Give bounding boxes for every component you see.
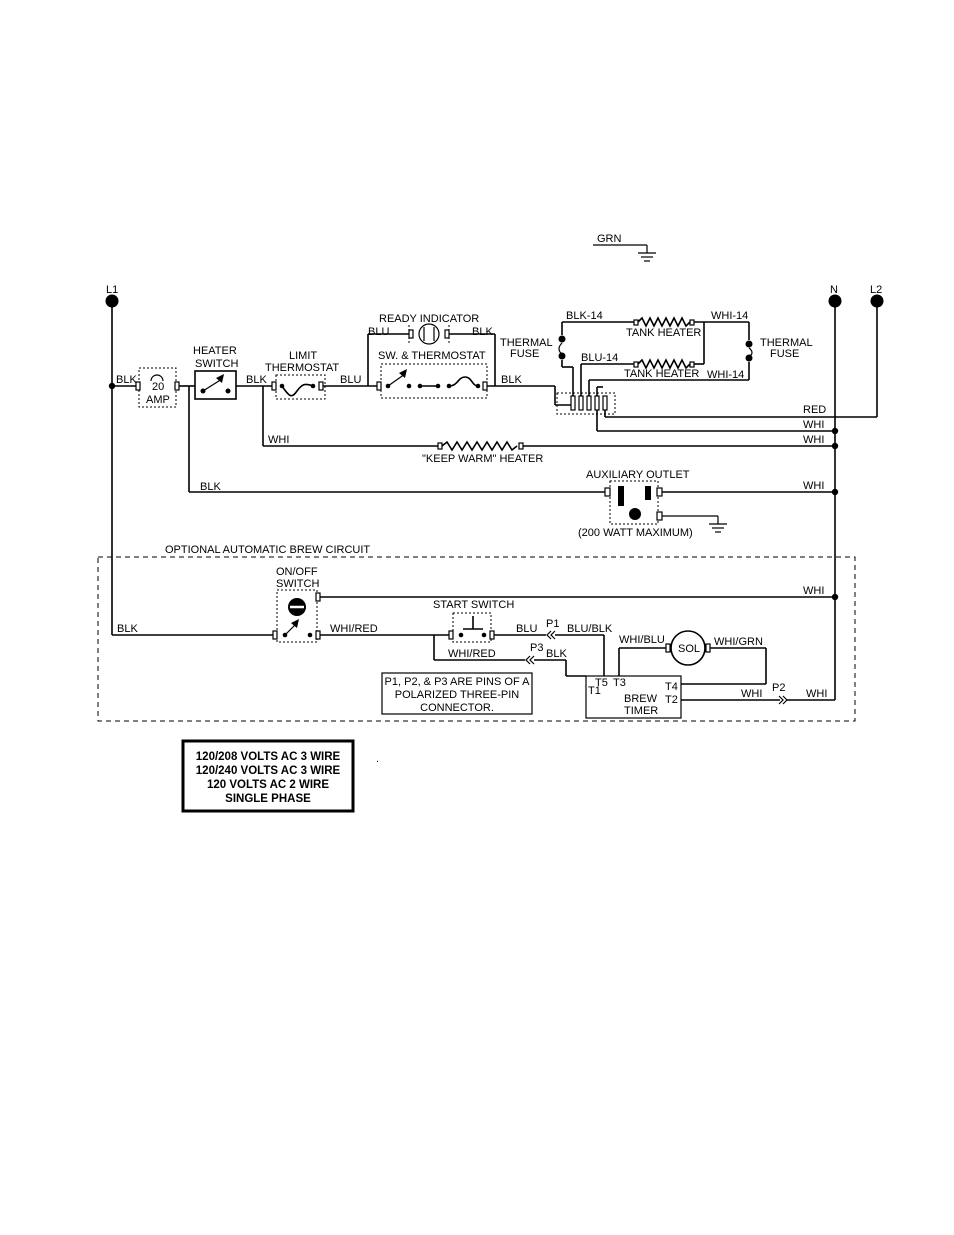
sw-thermostat-label: SW. & THERMOSTAT bbox=[378, 350, 486, 362]
tank-heater-top-label: TANK HEATER bbox=[626, 327, 701, 339]
wire-label-whi14-top: WHI-14 bbox=[711, 310, 748, 322]
wire-label-whi-onoff: WHI bbox=[803, 585, 824, 597]
wire-label-blk-2: BLK bbox=[246, 374, 267, 386]
grn-label: GRN bbox=[597, 233, 622, 245]
onoff-switch-label-1: ON/OFF bbox=[276, 566, 318, 578]
wire-label-whired-2: WHI/RED bbox=[448, 648, 496, 660]
limit-thermostat: LIMIT THERMOSTAT bbox=[265, 350, 339, 400]
ready-indicator-label: READY INDICATOR bbox=[379, 313, 479, 325]
solenoid: SOL bbox=[665, 630, 711, 666]
outlet-ground-symbol bbox=[662, 515, 727, 533]
wire-label-whi-aux: WHI bbox=[803, 480, 824, 492]
wire-label-whi-1: WHI bbox=[803, 419, 824, 431]
spec-line-1: 120/208 VOLTS AC 3 WIRE bbox=[196, 751, 341, 763]
heater-switch-label-1: HEATER bbox=[193, 345, 237, 357]
optional-circuit-boundary bbox=[97, 556, 856, 722]
spec-line-3: 120 VOLTS AC 2 WIRE bbox=[207, 779, 329, 791]
pin-t4: T4 bbox=[665, 681, 678, 693]
onoff-switch-label-2: SWITCH bbox=[276, 578, 319, 590]
thermal-fuse-left-label-1: THERMAL bbox=[500, 337, 553, 349]
auxiliary-outlet-label: AUXILIARY OUTLET bbox=[586, 469, 690, 481]
start-switch: START SWITCH bbox=[433, 599, 514, 643]
spec-line-4: SINGLE PHASE bbox=[225, 793, 311, 805]
wire-label-blk-l1-low: BLK bbox=[117, 623, 138, 635]
tank-heater-bottom: TANK HEATER bbox=[624, 358, 699, 380]
pin-p1: P1 bbox=[546, 618, 559, 630]
thermal-fuse-right: THERMAL FUSE bbox=[745, 337, 813, 362]
pin-note-line-2: POLARIZED THREE-PIN bbox=[395, 689, 520, 701]
pin-note-line-1: P1, P2, & P3 ARE PINS OF A bbox=[385, 676, 531, 688]
onoff-switch: ON/OFF SWITCH bbox=[272, 566, 321, 643]
wire-label-blu: BLU bbox=[340, 374, 361, 386]
pin-note-line-3: CONNECTOR. bbox=[420, 702, 494, 714]
wire-label-red: RED bbox=[803, 404, 826, 416]
thermal-fuse-right-label-2: FUSE bbox=[770, 348, 799, 360]
wire-label-blk-ri: BLK bbox=[472, 326, 493, 338]
thermal-fuse-right-label-1: THERMAL bbox=[760, 337, 813, 349]
heater-switch: HEATER SWITCH bbox=[193, 345, 238, 400]
keep-warm-heater: "KEEP WARM" HEATER bbox=[422, 440, 543, 465]
brew-timer-label-1: BREW bbox=[624, 693, 658, 705]
wire-label-blk-sw: BLK bbox=[501, 374, 522, 386]
tank-heater-bottom-label: TANK HEATER bbox=[624, 368, 699, 380]
optional-circuit-label: OPTIONAL AUTOMATIC BREW CIRCUIT bbox=[165, 544, 370, 556]
breaker-20-amp: 20 AMP bbox=[135, 367, 180, 408]
l1-label: L1 bbox=[106, 284, 118, 296]
outlet-rating-label: (200 WATT MAXIMUM) bbox=[578, 527, 693, 539]
terminal-block bbox=[556, 392, 616, 415]
wire-label-blk-aux: BLK bbox=[200, 481, 221, 493]
ready-indicator: READY INDICATOR BLU BLK bbox=[367, 313, 496, 386]
switch-and-thermostat: SW. & THERMOSTAT bbox=[376, 350, 488, 399]
wire-label-whi-kw: WHI bbox=[268, 434, 289, 446]
sol-label: SOL bbox=[678, 643, 700, 655]
brew-timer-label-2: TIMER bbox=[624, 705, 658, 717]
pin-p3: P3 bbox=[530, 642, 543, 654]
auxiliary-outlet: AUXILIARY OUTLET (200 WATT MAXIMUM) bbox=[578, 469, 693, 539]
wire-label-blu14: BLU-14 bbox=[581, 352, 618, 364]
pin-p2: P2 bbox=[772, 682, 785, 694]
breaker-unit: AMP bbox=[146, 394, 170, 406]
limit-thermostat-label-1: LIMIT bbox=[289, 350, 317, 362]
wire-label-blk: BLK bbox=[116, 374, 137, 386]
wire-label-whi-2: WHI bbox=[803, 434, 824, 446]
start-switch-label: START SWITCH bbox=[433, 599, 514, 611]
pin-t1: T1 bbox=[588, 685, 601, 697]
pin-t5: T5 bbox=[595, 677, 608, 689]
thermal-fuse-left-label-2: FUSE bbox=[510, 348, 539, 360]
spec-line-2: 120/240 VOLTS AC 3 WIRE bbox=[196, 765, 341, 777]
pin-t2: T2 bbox=[665, 694, 678, 706]
wire-label-blu-p1: BLU bbox=[516, 623, 537, 635]
wire-label-whi-p2: WHI bbox=[741, 688, 762, 700]
n-label: N bbox=[830, 284, 838, 296]
wire-label-blu-ri: BLU bbox=[368, 326, 389, 338]
chassis-ground-symbol: GRN bbox=[593, 233, 656, 262]
wire-label-blk14: BLK-14 bbox=[566, 310, 603, 322]
pin-t3: T3 bbox=[613, 677, 626, 689]
wire-label-whired-1: WHI/RED bbox=[330, 623, 378, 635]
limit-thermostat-label-2: THERMOSTAT bbox=[265, 362, 339, 374]
stray-mark: . bbox=[376, 753, 379, 765]
pin-note-box: P1, P2, & P3 ARE PINS OF A POLARIZED THR… bbox=[381, 672, 533, 715]
thermal-fuse-left: THERMAL FUSE bbox=[500, 335, 566, 360]
wire-label-whi14-bottom: WHI-14 bbox=[707, 369, 744, 381]
wire-label-blublk: BLU/BLK bbox=[567, 623, 613, 635]
keep-warm-heater-label: "KEEP WARM" HEATER bbox=[422, 453, 543, 465]
brew-timer: T1 T5 T3 T4 T2 BREW TIMER bbox=[585, 675, 682, 719]
wire-label-whigrn: WHI/GRN bbox=[714, 636, 763, 648]
tank-heater-top: TANK HEATER bbox=[626, 316, 701, 339]
breaker-rating: 20 bbox=[152, 381, 164, 393]
heater-switch-label-2: SWITCH bbox=[195, 358, 238, 370]
wire-label-whiblu: WHI/BLU bbox=[619, 634, 665, 646]
wire-label-blk-p3: BLK bbox=[546, 648, 567, 660]
l2-label: L2 bbox=[870, 284, 882, 296]
voltage-spec-box: 120/208 VOLTS AC 3 WIRE 120/240 VOLTS AC… bbox=[181, 739, 355, 813]
wire-label-whi-n: WHI bbox=[806, 688, 827, 700]
